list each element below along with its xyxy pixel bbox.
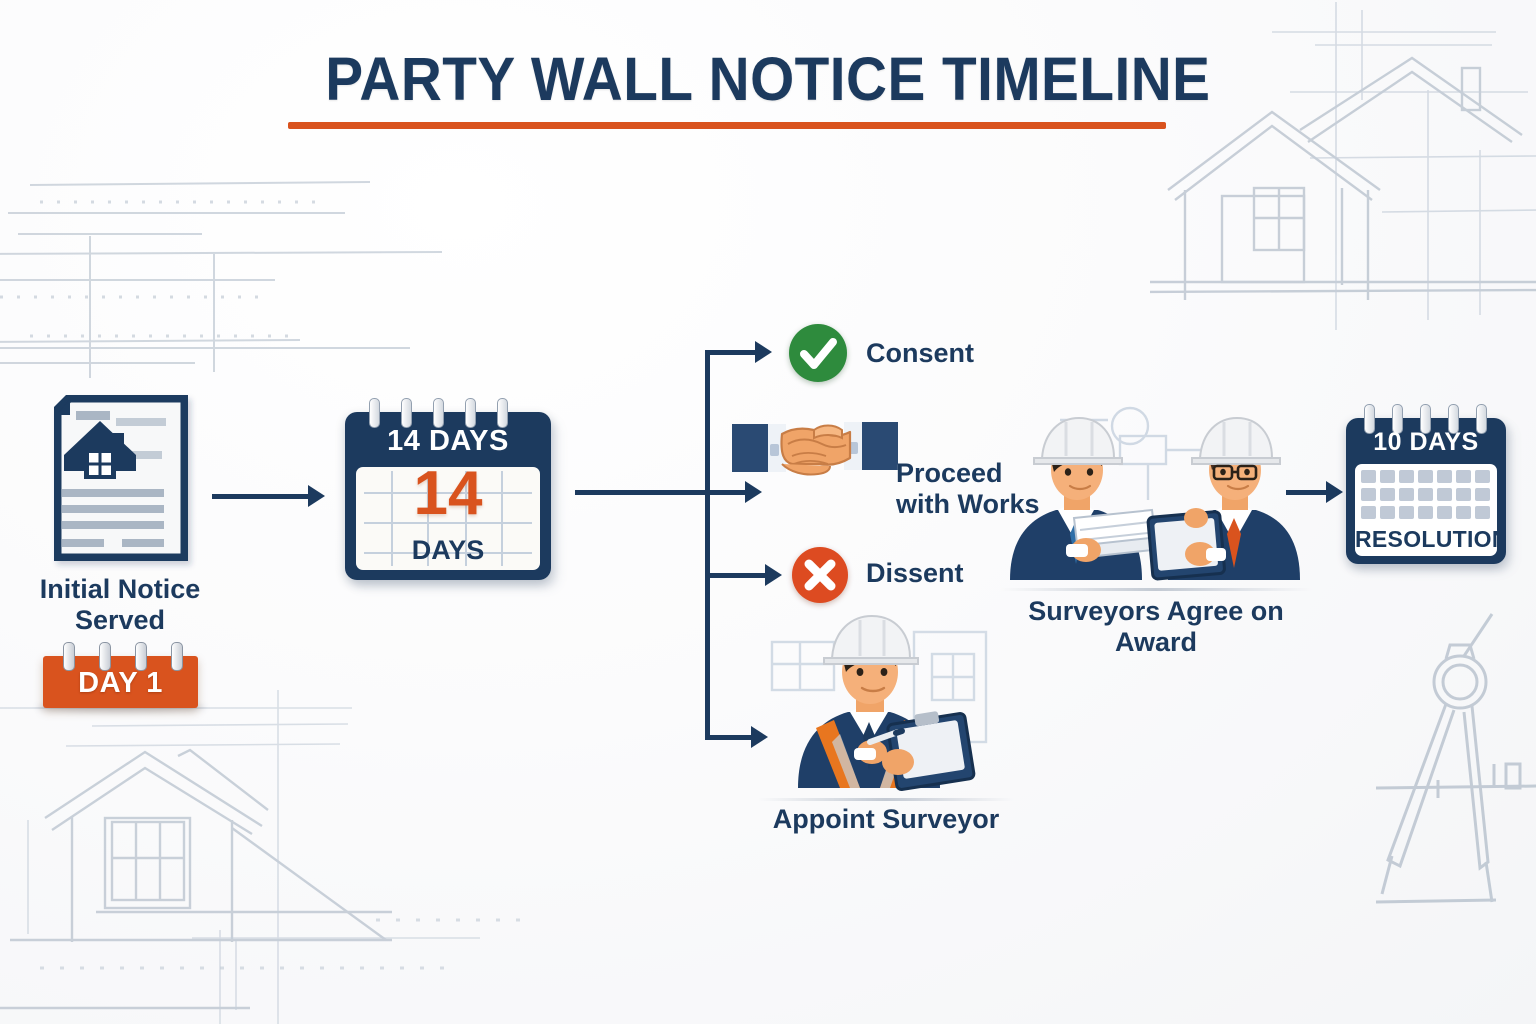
calendar-ring-icon [99,642,111,671]
day1-badge-text: DAY 1 [78,667,163,699]
branch-proceed-label-line2: with Works [896,489,1040,520]
wait-calendar-sub: DAYS [411,535,485,565]
two-surveyors-icon [1000,392,1310,588]
calendar-ring-icon [171,642,183,671]
document-house-icon [40,393,200,573]
calendar-ring-icon [1420,404,1431,434]
branch-appoint-label: Appoint Surveyor [772,804,1000,834]
resolution-calendar-header: 10 DAYS [1373,428,1479,456]
branch-dissent-label: Dissent [866,558,964,588]
branch-dissent-line [705,573,767,578]
branch-trunk-line [705,350,710,740]
branch-stem-line [575,490,709,495]
wait-calendar-header: 14 DAYS [387,425,509,457]
resolution-calendar-sub: RESOLUTION [1355,526,1497,552]
branch-proceed-label-line1: Proceed [896,458,1003,488]
step-award-label-line2: Award [1114,627,1198,658]
branch-consent-arrow [755,341,772,363]
branch-proceed-line [705,490,747,495]
blueprint-house-bottomleft [0,690,520,1024]
blueprint-topleft-lines [0,150,450,430]
calendar-ring-icon [1448,404,1459,434]
blueprint-compass-bottomright [1376,612,1536,912]
branch-proceed-label: Proceed with Works [896,458,1040,521]
x-circle-icon [792,547,848,603]
branch-consent-label: Consent [866,338,974,368]
arrow-award-to-resolution-head [1326,481,1343,503]
branch-appoint-line [705,735,753,740]
arrow-award-to-resolution-line [1286,490,1328,495]
branch-consent-line [705,350,757,355]
day1-badge: DAY 1 [43,642,198,708]
calendar-ring-icon [1476,404,1487,434]
surveyor-icon [764,602,1004,800]
wait-calendar-number: 14 [413,467,483,528]
calendar-ring-icon [369,398,380,428]
step-award-label: Surveyors Agree on Award [1000,596,1312,659]
step-award-label-line1: Surveyors Agree on [1028,596,1284,626]
calendar-ring-icon [433,398,444,428]
calendar-ring-icon [401,398,412,428]
calendar-ring-icon [497,398,508,428]
page-title: PARTY WALL NOTICE TIMELINE [325,45,1211,113]
calendar-ring-icon [63,642,75,671]
calendar-ring-icon [135,642,147,671]
surveyor-ground-line [758,798,1014,801]
title-underline-rule [288,122,1166,129]
calendar-ring-icon [1392,404,1403,434]
handshake-icon [730,414,900,498]
page-title-container: PARTY WALL NOTICE TIMELINE [0,44,1536,114]
step-notice-label-line2: Served [74,605,166,636]
step-notice-label: Initial Notice Served [0,574,240,637]
branch-dissent-arrow [765,564,782,586]
arrow-notice-to-wait-line [212,494,310,499]
calendar-ring-icon [1364,404,1375,434]
check-circle-icon [789,324,847,382]
award-ground-line [1000,588,1312,591]
branch-proceed-arrow [745,481,762,503]
branch-appoint-arrow [751,726,768,748]
resolution-calendar: 10 DAYS [1346,404,1506,564]
calendar-ring-icon [465,398,476,428]
step-notice-label-line1: Initial Notice [39,574,201,604]
arrow-notice-to-wait-head [308,485,325,507]
wait-calendar: 14 DAYS 14 DAYS [345,398,551,580]
